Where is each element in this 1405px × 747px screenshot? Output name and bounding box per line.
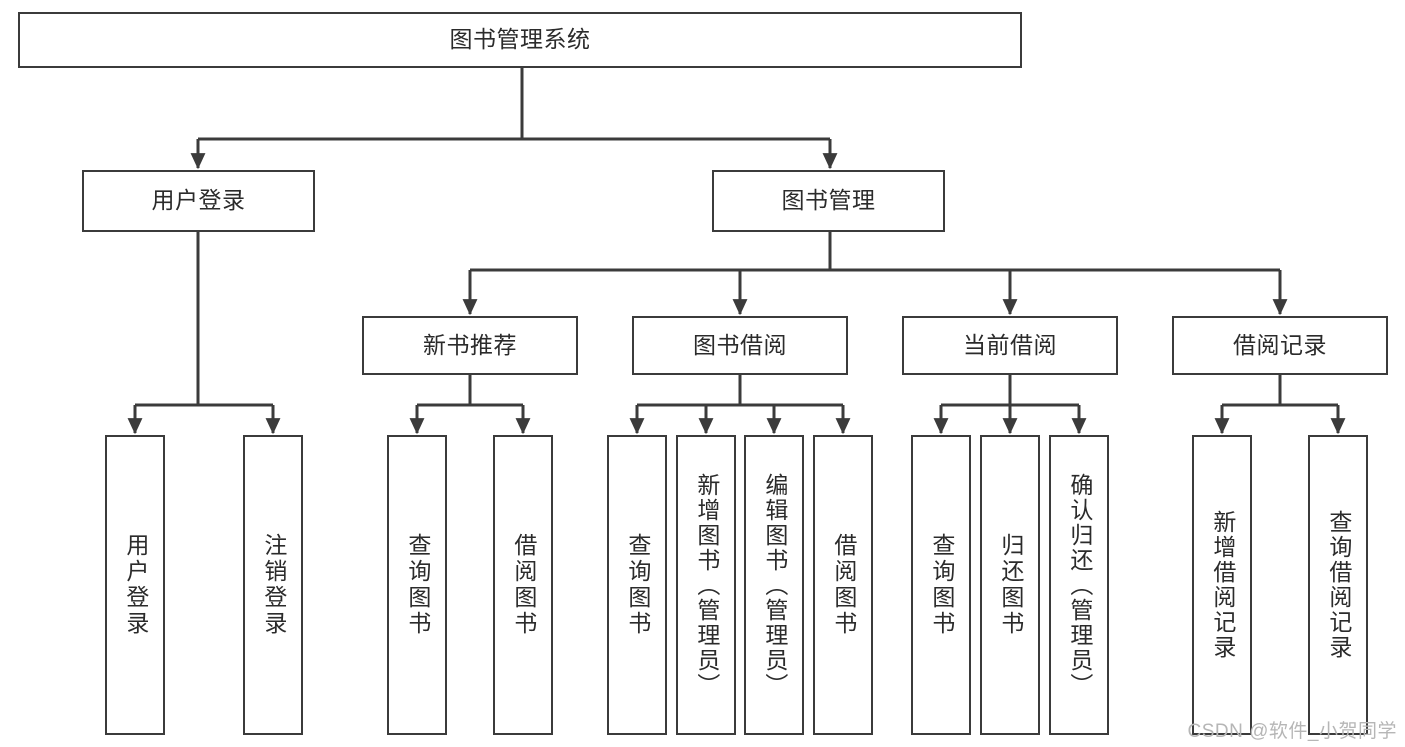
leaf-add-record-label: 新增借阅记录 (1209, 510, 1236, 660)
leaf-borrow-book-1[interactable]: 借阅图书 (493, 435, 553, 735)
node-user-login-label: 用户登录 (151, 187, 246, 214)
edge-group-new-book-recommend (409, 375, 531, 435)
node-book-management[interactable]: 图书管理 (712, 170, 945, 232)
leaf-add-record[interactable]: 新增借阅记录 (1192, 435, 1252, 735)
leaf-query-book-3[interactable]: 查询图书 (911, 435, 971, 735)
node-user-login[interactable]: 用户登录 (82, 170, 315, 232)
leaf-user-login-label: 用户登录 (122, 533, 149, 637)
node-root-system[interactable]: 图书管理系统 (18, 12, 1022, 68)
leaf-borrow-book-2[interactable]: 借阅图书 (813, 435, 873, 735)
leaf-user-login[interactable]: 用户登录 (105, 435, 165, 735)
leaf-query-book-1[interactable]: 查询图书 (387, 435, 447, 735)
edge-group-current-borrow (933, 375, 1087, 435)
leaf-confirm-return[interactable]: 确认归还（管理员） (1049, 435, 1109, 735)
leaf-query-book-2[interactable]: 查询图书 (607, 435, 667, 735)
node-new-book-recommend-label: 新书推荐 (423, 331, 517, 358)
node-current-borrow[interactable]: 当前借阅 (902, 316, 1118, 375)
node-new-book-recommend[interactable]: 新书推荐 (362, 316, 578, 375)
leaf-logout[interactable]: 注销登录 (243, 435, 303, 735)
node-book-management-label: 图书管理 (781, 187, 876, 214)
leaf-edit-book-label: 编辑图书（管理员） (761, 472, 788, 698)
node-root-system-label: 图书管理系统 (449, 26, 591, 53)
leaf-return-book-label: 归还图书 (997, 533, 1024, 637)
leaf-borrow-book-1-label: 借阅图书 (510, 533, 537, 637)
leaf-query-book-3-label: 查询图书 (928, 533, 955, 637)
leaf-confirm-return-label: 确认归还（管理员） (1066, 472, 1093, 698)
leaf-query-record-label: 查询借阅记录 (1325, 510, 1352, 660)
node-book-borrow-label: 图书借阅 (693, 331, 787, 358)
leaf-return-book[interactable]: 归还图书 (980, 435, 1040, 735)
leaf-add-book[interactable]: 新增图书（管理员） (676, 435, 736, 735)
leaf-add-book-label: 新增图书（管理员） (693, 472, 720, 698)
leaf-logout-label: 注销登录 (260, 533, 287, 637)
edge-group-borrow-record (1214, 375, 1346, 435)
edge-group-book-management (462, 232, 1288, 316)
node-book-borrow[interactable]: 图书借阅 (632, 316, 848, 375)
edge-group-book-borrow (629, 375, 851, 435)
leaf-query-book-2-label: 查询图书 (624, 533, 651, 637)
leaf-edit-book[interactable]: 编辑图书（管理员） (744, 435, 804, 735)
edge-group-root (190, 68, 838, 170)
node-borrow-record[interactable]: 借阅记录 (1172, 316, 1388, 375)
leaf-query-book-1-label: 查询图书 (404, 533, 431, 637)
leaf-query-record[interactable]: 查询借阅记录 (1308, 435, 1368, 735)
leaf-borrow-book-2-label: 借阅图书 (830, 533, 857, 637)
node-borrow-record-label: 借阅记录 (1233, 331, 1327, 358)
edge-group-user-login (127, 232, 281, 435)
node-current-borrow-label: 当前借阅 (963, 331, 1057, 358)
